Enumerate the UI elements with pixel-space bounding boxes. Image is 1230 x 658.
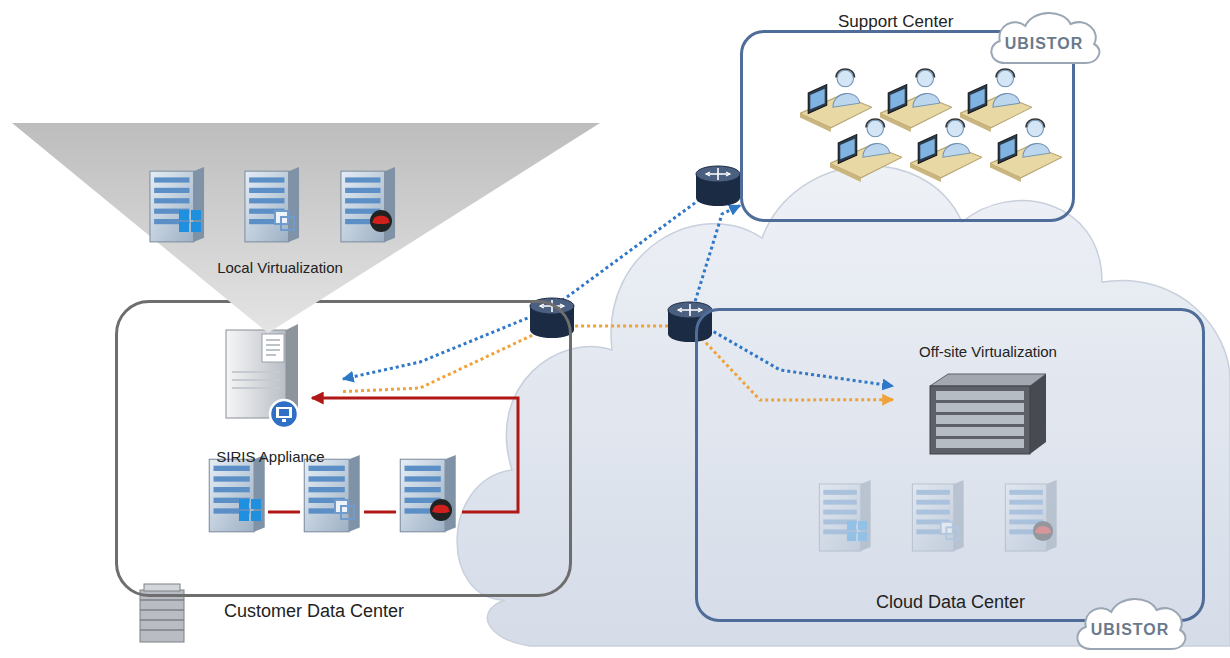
siris-appliance-icon [226, 324, 298, 428]
support-agent [830, 119, 902, 182]
server-icon [341, 167, 395, 242]
vmware-badge [335, 500, 354, 519]
replication-link [343, 326, 893, 400]
redhat-badge [370, 210, 392, 232]
building-icon [140, 584, 184, 642]
vmware-badge [275, 211, 294, 230]
node-label: Local Virtualization [217, 259, 343, 277]
support-agent [960, 69, 1032, 132]
server-icon [304, 455, 359, 532]
cloud-badge-outline [1077, 599, 1185, 649]
node-label: Off-site Virtualization [919, 343, 1057, 361]
redhat-badge [1033, 521, 1053, 541]
support-agent [880, 69, 952, 132]
virtual-servers [819, 480, 1056, 551]
node-label: SIRIS Appliance [216, 448, 324, 466]
support-agent [990, 119, 1062, 182]
siris-appliance-node: SIRIS Appliance [198, 321, 343, 469]
windows-badge [179, 210, 201, 232]
node-label: Customer Data Center [224, 601, 404, 623]
rack-server [930, 374, 1046, 454]
support-link [690, 206, 893, 387]
support-agent [800, 69, 872, 132]
router-icon [668, 302, 712, 342]
support-center-box: Support CenterUBISTOR [740, 30, 1075, 222]
vmware-badge [941, 522, 958, 539]
router-icon [530, 298, 574, 338]
cloud-badge-outline [991, 13, 1099, 63]
customer-data-center-box: Customer Data CenterSIRIS Appliance [115, 300, 572, 597]
cloud-data-center-box: Cloud Data Center Off-site Virtualization… [695, 308, 1205, 622]
cone-fill [12, 123, 600, 333]
server-icon [400, 455, 455, 532]
node-label: UBISTOR [1005, 34, 1084, 53]
redhat-badge [430, 499, 452, 521]
local-virtualization-cone: Local Virtualization [12, 123, 600, 333]
support-agent [910, 119, 982, 182]
offsite-virtualization-node: Off-site Virtualization [893, 341, 1083, 458]
cloud-background [457, 166, 1230, 646]
ubistor-badge: UBISTOR [1071, 593, 1189, 653]
router-icon [696, 166, 740, 206]
server-icon [912, 480, 963, 551]
node-label: UBISTOR [1091, 620, 1170, 639]
server-icon [1005, 480, 1056, 551]
server-icon [150, 167, 204, 242]
server-icon [245, 167, 299, 242]
server-icon [819, 480, 870, 551]
server-icon [209, 455, 264, 532]
cone-shape [12, 123, 600, 333]
windows-badge [847, 521, 867, 541]
windows-badge [239, 499, 261, 521]
node-label: Support Center [838, 12, 953, 32]
node-label: Cloud Data Center [876, 592, 1025, 614]
ubistor-badge: UBISTOR [985, 7, 1103, 67]
